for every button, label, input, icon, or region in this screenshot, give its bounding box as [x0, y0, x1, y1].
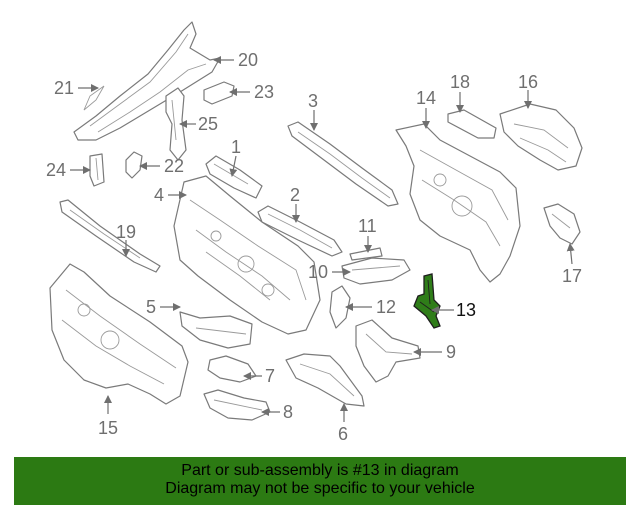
part-24-bracket [89, 153, 105, 187]
part-22-bracket [125, 151, 143, 179]
callout-12: 12 [376, 297, 396, 317]
leader-lines [70, 56, 575, 422]
callout-2: 2 [290, 185, 300, 205]
callout-1: 1 [231, 137, 241, 157]
callout-21: 21 [54, 78, 74, 98]
callout-10: 10 [308, 262, 328, 282]
callout-25: 25 [198, 114, 218, 134]
part-23-bracket [203, 81, 235, 105]
part-3-cross-member [287, 121, 399, 207]
callout-3: 3 [308, 91, 318, 111]
part-14-side-panel [395, 123, 521, 283]
part-15-insulator [49, 263, 189, 405]
callout-18: 18 [450, 72, 470, 92]
part-9-bracket [355, 319, 421, 383]
part-4-dash-panel [173, 175, 321, 335]
callout-16: 16 [518, 72, 538, 92]
callout-17: 17 [562, 266, 582, 286]
leader-1 [229, 155, 238, 177]
part-13-highlighted [413, 273, 441, 329]
part-2-panel [257, 205, 343, 257]
callout-4: 4 [154, 185, 164, 205]
callout-9: 9 [446, 342, 456, 362]
callout-23: 23 [254, 82, 274, 102]
banner-line-part-number: Part or sub-assembly is #13 in diagram [181, 462, 459, 479]
part-25-bracket [165, 87, 187, 161]
leader-17 [566, 243, 575, 265]
banner-line-disclaimer: Diagram may not be specific to your vehi… [165, 480, 475, 497]
callout-14: 14 [416, 88, 436, 108]
part-6-floor-pan [285, 353, 365, 407]
part-21-cowl-panel [73, 21, 221, 141]
callout-13: 13 [456, 300, 476, 320]
part-19-rail [59, 199, 161, 273]
callout-22: 22 [164, 156, 184, 176]
callout-19: 19 [116, 222, 136, 242]
part-8-bracket [203, 389, 271, 421]
part-5-tray [179, 311, 253, 349]
callout-labels: 1 2 3 4 5 6 7 8 9 10 11 12 13 14 15 16 1… [46, 50, 582, 444]
callout-8: 8 [283, 402, 293, 422]
callout-5: 5 [146, 297, 156, 317]
callout-11: 11 [358, 216, 377, 236]
part-18-pad [447, 109, 497, 139]
part-10-tray [341, 257, 411, 285]
parts-diagram: 1 2 3 4 5 6 7 8 9 10 11 12 13 14 15 16 1… [46, 21, 583, 444]
part-17-bracket [543, 203, 581, 245]
callout-20: 20 [238, 50, 258, 70]
callout-6: 6 [338, 424, 348, 444]
part-16-panel [499, 103, 583, 171]
part-7-bracket [207, 355, 257, 383]
callout-24: 24 [46, 160, 66, 180]
part-12-bracket [329, 285, 351, 329]
info-banner: Part or sub-assembly is #13 in diagram D… [14, 457, 626, 505]
callout-7: 7 [265, 366, 275, 386]
callout-15: 15 [98, 418, 118, 438]
